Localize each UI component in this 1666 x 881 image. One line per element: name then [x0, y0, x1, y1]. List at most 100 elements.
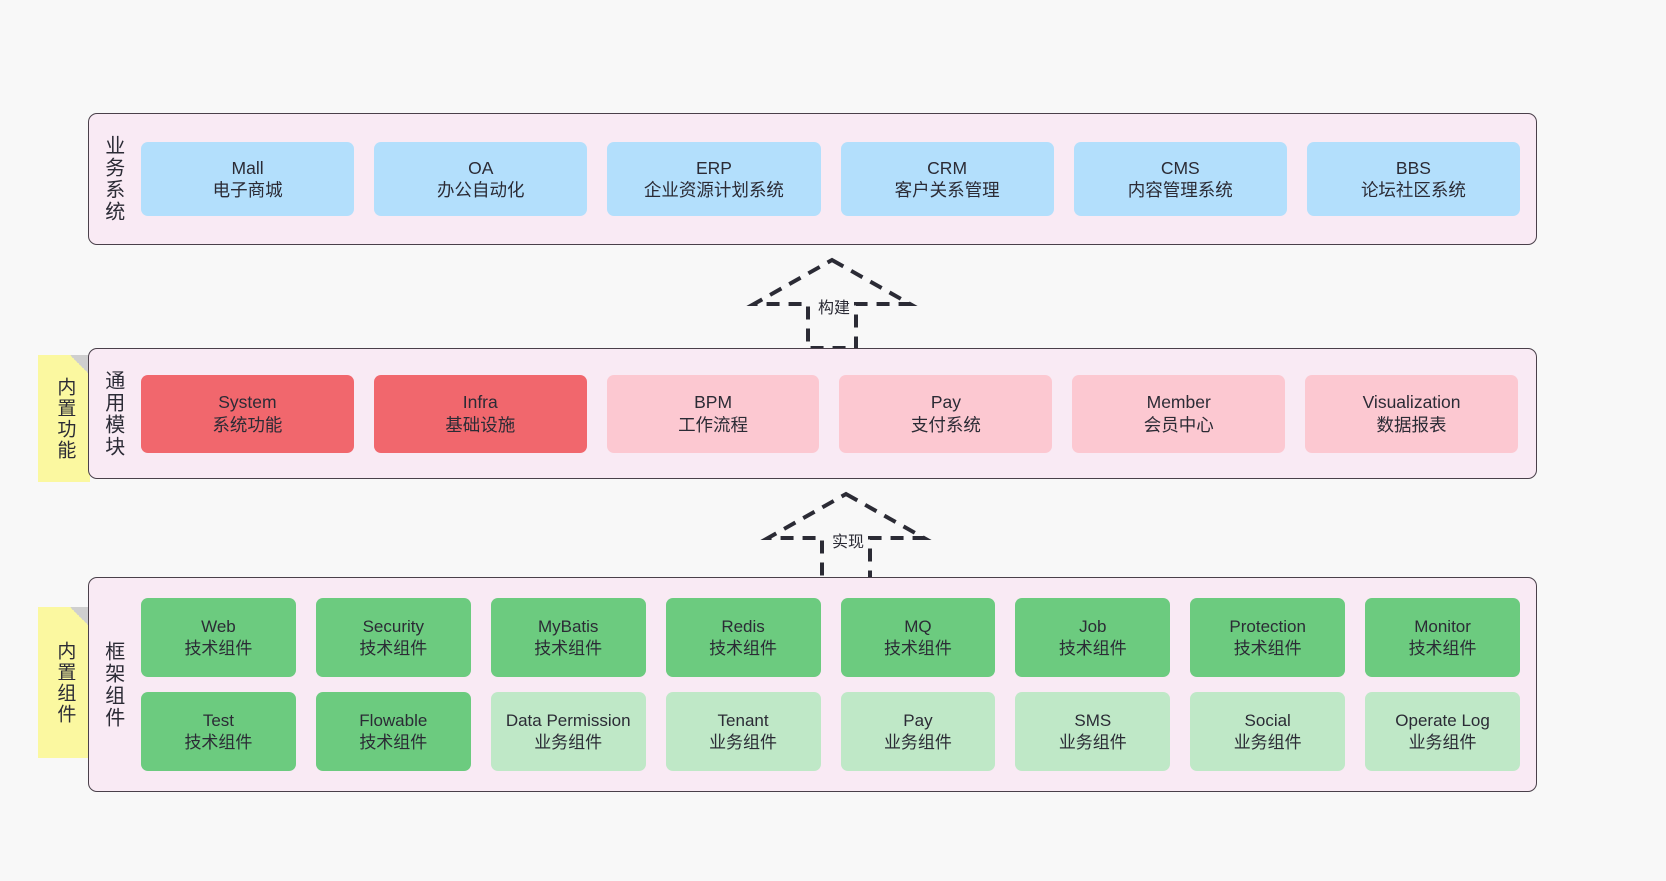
card-subtitle: 办公自动化 — [437, 180, 525, 200]
card-title: Job — [1079, 616, 1107, 636]
card-subtitle: 企业资源计划系统 — [643, 180, 784, 200]
card-title: Web — [201, 616, 236, 636]
card-pay-component[interactable]: Pay 业务组件 — [840, 692, 996, 771]
card-row: System 系统功能 Infra 基础设施 BPM 工作流程 Pay 支付系统… — [141, 374, 1518, 453]
layer-body-framework-component: Web 技术组件 Security 技术组件 MyBatis 技术组件 Redi… — [135, 578, 1536, 791]
card-subtitle: 技术组件 — [1408, 638, 1477, 658]
card-title: Infra — [462, 392, 498, 413]
card-mybatis[interactable]: MyBatis 技术组件 — [490, 598, 646, 677]
card-subtitle: 基础设施 — [445, 414, 516, 435]
card-system[interactable]: System 系统功能 — [141, 374, 354, 453]
card-title: Pay — [903, 710, 933, 730]
card-bpm[interactable]: BPM 工作流程 — [606, 374, 820, 453]
layer-label-framework-component: 框架组件 — [101, 640, 124, 729]
connector-implement: 实现 — [760, 491, 932, 584]
card-title: Test — [202, 710, 235, 730]
card-infra[interactable]: Infra 基础设施 — [373, 374, 587, 453]
card-redis[interactable]: Redis 技术组件 — [665, 598, 821, 677]
card-monitor[interactable]: Monitor 技术组件 — [1365, 598, 1520, 677]
card-subtitle: 技术组件 — [709, 638, 778, 658]
card-security[interactable]: Security 技术组件 — [315, 598, 471, 677]
card-subtitle: 业务组件 — [1058, 732, 1127, 752]
card-title: Tenant — [717, 710, 769, 730]
card-title: CRM — [927, 157, 968, 178]
sticky-note-builtin-function: 内置功能 — [38, 355, 90, 482]
card-subtitle: 业务组件 — [1408, 732, 1477, 752]
connector-build: 构建 — [746, 257, 918, 350]
layer-common-module: 通用模块 System 系统功能 Infra 基础设施 BPM 工作流程 Pay… — [88, 348, 1537, 479]
card-subtitle: 数据报表 — [1376, 414, 1447, 435]
card-subtitle: 技术组件 — [534, 638, 603, 658]
card-cms[interactable]: CMS 内容管理系统 — [1073, 142, 1287, 216]
card-subtitle: 技术组件 — [184, 732, 253, 752]
connector-label-build: 构建 — [816, 294, 853, 318]
card-subtitle: 会员中心 — [1143, 414, 1214, 435]
card-mall[interactable]: Mall 电子商城 — [141, 142, 355, 216]
page-fold-icon — [70, 355, 90, 375]
card-title: CMS — [1160, 157, 1200, 178]
card-sms[interactable]: SMS 业务组件 — [1015, 692, 1171, 771]
card-title: BPM — [694, 392, 733, 413]
layer-label-business-system: 业务系统 — [101, 135, 124, 223]
sticky-note-label: 内置组件 — [54, 640, 76, 725]
card-flowable[interactable]: Flowable 技术组件 — [315, 692, 471, 771]
card-title: Redis — [721, 616, 765, 636]
card-title: Operate Log — [1395, 710, 1490, 730]
card-data-permission[interactable]: Data Permission 业务组件 — [490, 692, 646, 771]
card-job[interactable]: Job 技术组件 — [1015, 598, 1171, 677]
card-subtitle: 论坛社区系统 — [1360, 180, 1466, 200]
dashed-arrow-up-icon — [746, 257, 918, 350]
card-test[interactable]: Test 技术组件 — [141, 692, 296, 771]
card-pay-module[interactable]: Pay 支付系统 — [839, 374, 1053, 453]
card-title: Visualization — [1362, 392, 1461, 413]
card-title: ERP — [695, 157, 732, 178]
card-title: Member — [1146, 392, 1211, 413]
card-subtitle: 客户关系管理 — [894, 180, 1000, 200]
card-subtitle: 技术组件 — [359, 638, 428, 658]
card-title: Monitor — [1414, 616, 1471, 636]
card-title: Data Permission — [505, 710, 631, 730]
card-subtitle: 内容管理系统 — [1127, 180, 1233, 200]
card-subtitle: 业务组件 — [534, 732, 603, 752]
card-row: Web 技术组件 Security 技术组件 MyBatis 技术组件 Redi… — [141, 598, 1520, 677]
card-operate-log[interactable]: Operate Log 业务组件 — [1365, 692, 1520, 771]
card-visualization[interactable]: Visualization 数据报表 — [1305, 374, 1518, 453]
card-title: System — [218, 392, 277, 413]
card-subtitle: 业务组件 — [883, 732, 952, 752]
card-row: Mall 电子商城 OA 办公自动化 ERP 企业资源计划系统 CRM 客户关系… — [141, 142, 1521, 216]
card-bbs[interactable]: BBS 论坛社区系统 — [1306, 142, 1521, 216]
card-title: Flowable — [359, 710, 428, 730]
layer-label-common-module: 通用模块 — [101, 369, 124, 458]
card-title: BBS — [1395, 157, 1431, 178]
card-title: Security — [362, 616, 425, 636]
layer-body-common-module: System 系统功能 Infra 基础设施 BPM 工作流程 Pay 支付系统… — [135, 349, 1536, 478]
card-mq[interactable]: MQ 技术组件 — [840, 598, 996, 677]
card-title: MQ — [904, 616, 932, 636]
card-title: Protection — [1229, 616, 1306, 636]
page-fold-icon — [70, 607, 90, 627]
card-title: Mall — [231, 157, 264, 178]
card-member[interactable]: Member 会员中心 — [1072, 374, 1286, 453]
card-erp[interactable]: ERP 企业资源计划系统 — [607, 142, 821, 216]
card-row: Test 技术组件 Flowable 技术组件 Data Permission … — [141, 692, 1520, 771]
sticky-note-label: 内置功能 — [54, 376, 76, 461]
card-protection[interactable]: Protection 技术组件 — [1190, 598, 1346, 677]
layer-business-system: 业务系统 Mall 电子商城 OA 办公自动化 ERP 企业资源计划系统 CRM… — [88, 113, 1537, 245]
card-title: SMS — [1074, 710, 1112, 730]
card-tenant[interactable]: Tenant 业务组件 — [665, 692, 821, 771]
card-subtitle: 电子商城 — [212, 180, 283, 200]
card-title: MyBatis — [537, 616, 599, 636]
card-web[interactable]: Web 技术组件 — [141, 598, 296, 677]
sticky-note-builtin-component: 内置组件 — [38, 607, 90, 758]
card-title: Pay — [930, 392, 961, 413]
card-social[interactable]: Social 业务组件 — [1190, 692, 1346, 771]
card-subtitle: 技术组件 — [1058, 638, 1127, 658]
connector-label-implement: 实现 — [830, 528, 867, 552]
card-subtitle: 业务组件 — [709, 732, 778, 752]
layer-body-business-system: Mall 电子商城 OA 办公自动化 ERP 企业资源计划系统 CRM 客户关系… — [135, 114, 1536, 244]
card-crm[interactable]: CRM 客户关系管理 — [840, 142, 1054, 216]
dashed-arrow-up-icon — [760, 491, 932, 584]
card-oa[interactable]: OA 办公自动化 — [374, 142, 588, 216]
card-subtitle: 系统功能 — [212, 414, 283, 435]
